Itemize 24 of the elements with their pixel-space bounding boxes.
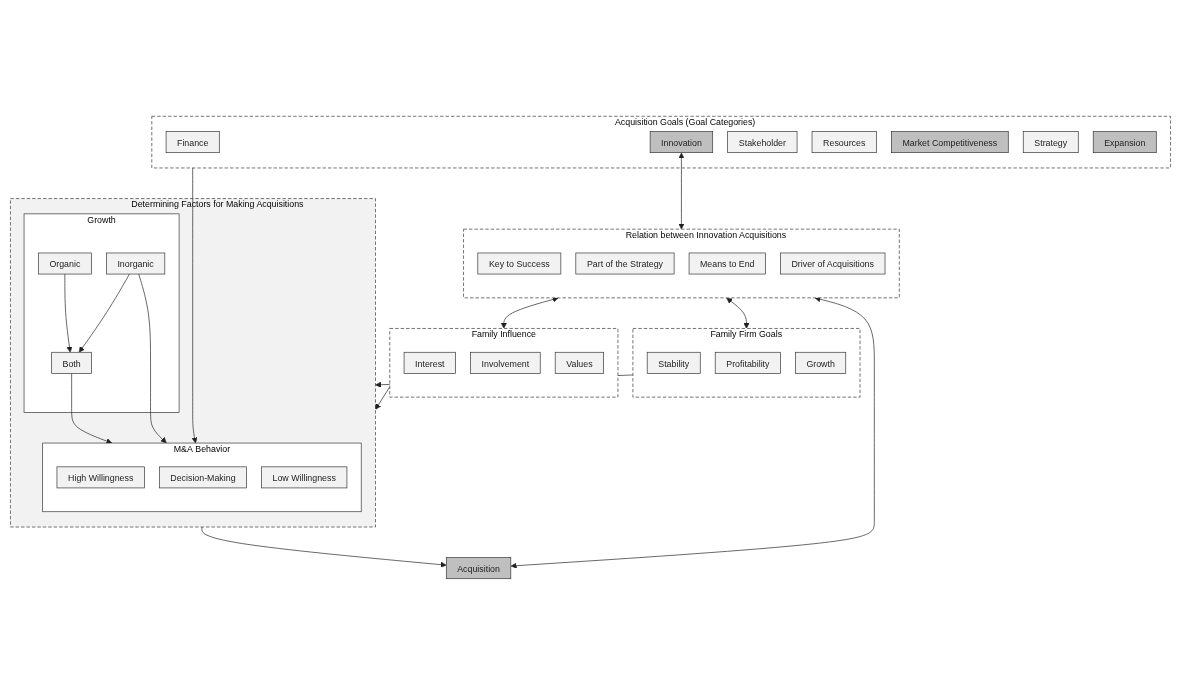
node-box: Inorganic (106, 252, 166, 275)
node-box: Innovation (649, 131, 714, 153)
node-box: Profitability (714, 351, 781, 374)
node-box: High Willingness (56, 466, 145, 489)
node-box: Part of the Strategy (575, 252, 675, 275)
node-box: Market Competitiveness (891, 131, 1009, 153)
node-box: Values (554, 351, 604, 374)
node-box: Both (51, 351, 92, 374)
node-box: Involvement (470, 351, 541, 374)
node-box: Means to End (688, 252, 766, 275)
node-box: Growth (795, 351, 847, 374)
node-box: Strategy (1022, 131, 1079, 153)
node-box: Resources (811, 131, 877, 153)
node-box: Finance (165, 131, 220, 153)
node-box: Driver of Acquisitions (780, 252, 886, 275)
node-box: Decision-Making (159, 466, 247, 489)
node-box: Stability (646, 351, 701, 374)
node-box: Expansion (1092, 131, 1157, 153)
node-box: Organic (38, 252, 92, 275)
node-box: Stakeholder (727, 131, 798, 153)
node-box: Acquisition (445, 557, 512, 580)
node-box: Low Willingness (261, 466, 348, 489)
node-box: Key to Success (477, 252, 562, 275)
node-box: Interest (403, 351, 456, 374)
